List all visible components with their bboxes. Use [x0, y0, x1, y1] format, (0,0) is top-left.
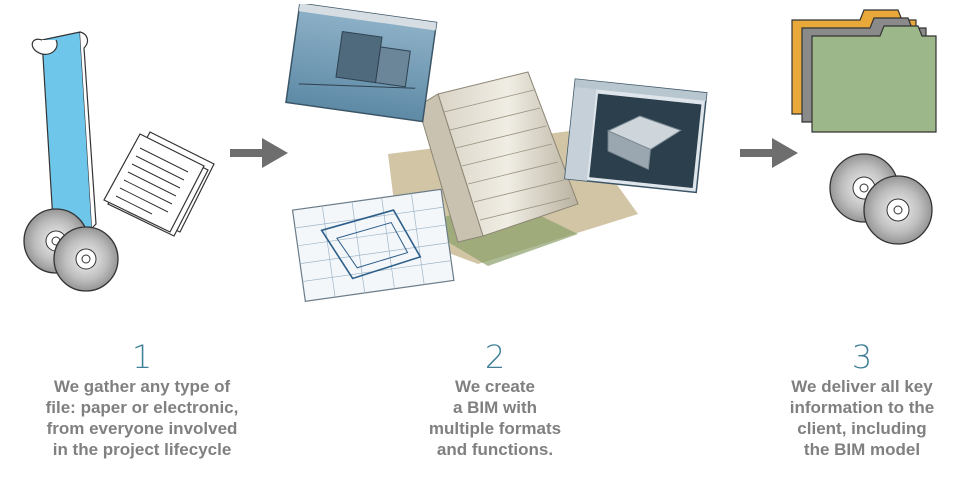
step-2-number: 2 [484, 338, 506, 376]
documents-icon [103, 131, 215, 237]
step-3-line: the BIM model [803, 440, 921, 459]
step-2-line: multiple formats [428, 419, 562, 438]
step-2-line: a BIM with [452, 398, 538, 417]
paper-roll-icon [31, 31, 100, 243]
step-1-line: from everyone involved [46, 419, 238, 438]
step-1-line: file: paper or electronic, [45, 398, 239, 417]
arrow-right-icon [740, 138, 798, 168]
disc-icon [829, 153, 933, 245]
step-3-line: information to the [789, 398, 935, 417]
step-2-line: We create [454, 377, 535, 396]
bim-model-icon [285, 4, 708, 302]
step-1-line: We gather any type of [53, 377, 231, 396]
step-3-description: We deliver all key information to the cl… [742, 376, 958, 460]
step-1-number: 1 [131, 338, 153, 376]
folder-icon [791, 9, 937, 133]
step-2-description: We create a BIM with multiple formats an… [375, 376, 615, 460]
step-1-line: in the project lifecycle [52, 440, 232, 459]
step-3-number: 3 [851, 338, 873, 376]
step-3-line: We deliver all key [791, 377, 933, 396]
step-2-line: and functions. [436, 440, 554, 459]
step-1-description: We gather any type of file: paper or ele… [22, 376, 262, 460]
step-3-line: client, including [797, 419, 927, 438]
disc-icon [23, 208, 119, 292]
arrow-right-icon [230, 138, 288, 168]
